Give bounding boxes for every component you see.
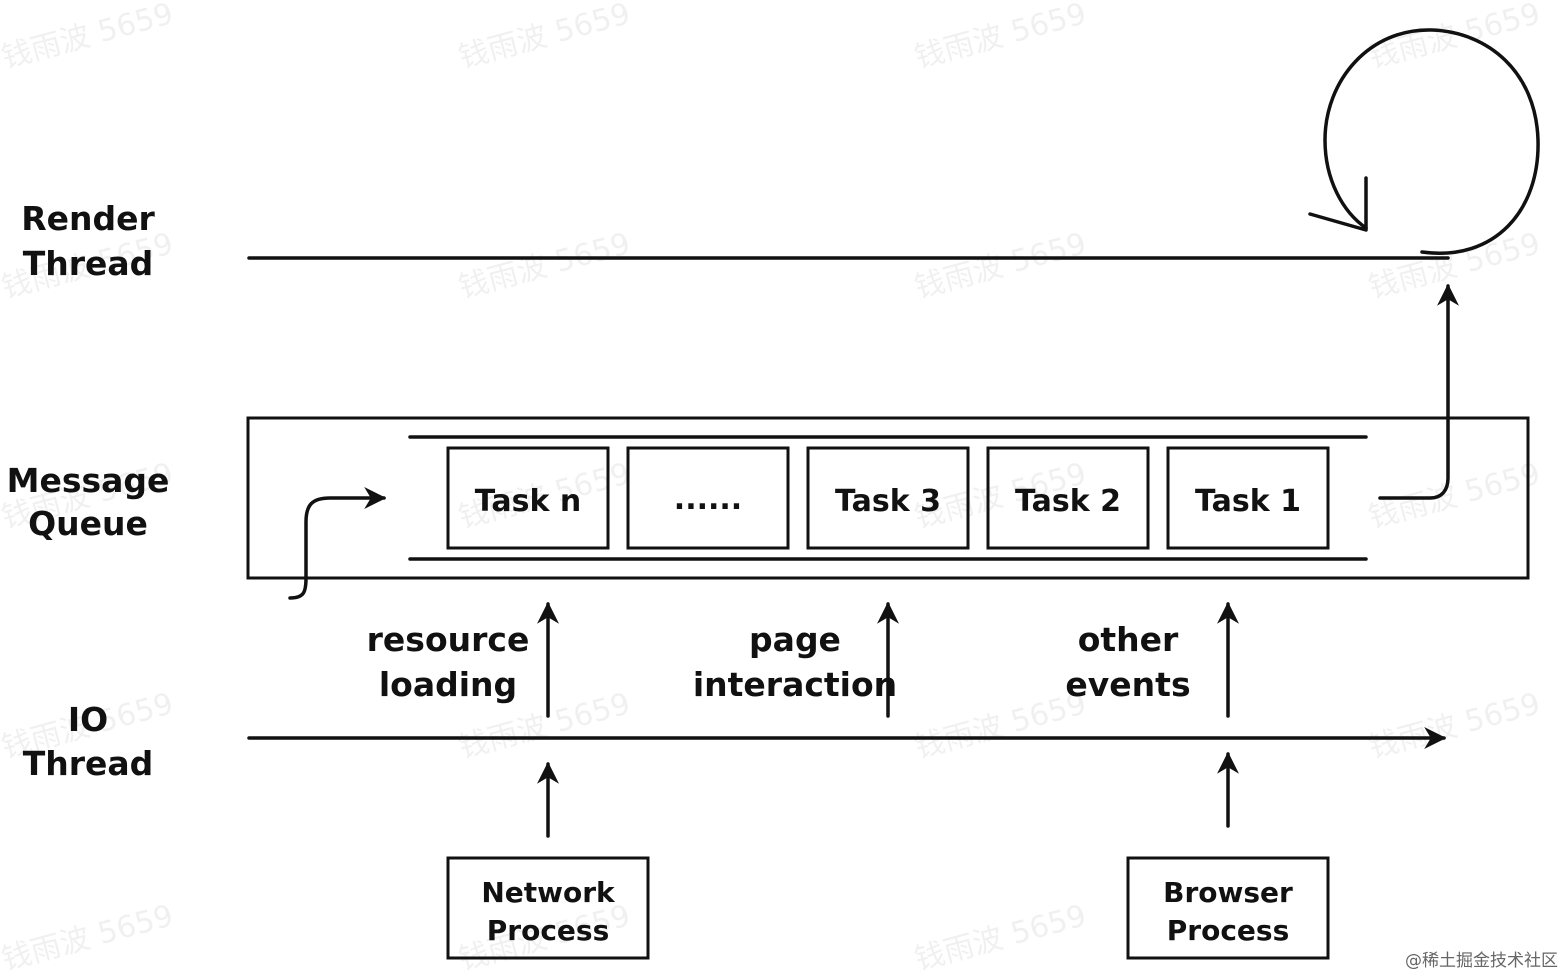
- render-thread-label-line2: Thread: [23, 244, 154, 283]
- browser-process-line2: Process: [1167, 914, 1290, 947]
- loop-arrowhead: [1308, 176, 1368, 232]
- message-queue-label: Message Queue: [7, 461, 170, 543]
- task-list: Task n ...... Task 3 Task 2 Task 1: [446, 446, 1330, 550]
- task-label: Task 1: [1195, 484, 1301, 519]
- io-thread-label: IO Thread: [23, 700, 154, 783]
- task-box: [1166, 446, 1330, 550]
- watermark: 钱雨波 5659: [455, 0, 634, 76]
- watermark: 钱雨波 5659: [1365, 226, 1544, 305]
- task-box: [626, 446, 790, 550]
- task-label: Task n: [475, 484, 581, 519]
- page-interaction-line2: interaction: [693, 665, 897, 704]
- page-interaction-label: page interaction: [693, 620, 897, 704]
- page-interaction-line1: page: [749, 620, 841, 659]
- task-box: [446, 446, 610, 550]
- watermark: 钱雨波 5659: [1365, 686, 1544, 765]
- watermark: 钱雨波 5659: [1365, 456, 1544, 535]
- task-box: [806, 446, 970, 550]
- task-label: Task 3: [835, 484, 941, 519]
- watermark: 钱雨波 5659: [455, 226, 634, 305]
- render-thread-label: Render Thread: [21, 199, 155, 283]
- network-process-line1: Network: [481, 876, 616, 909]
- watermark: 钱雨波 5659: [911, 686, 1090, 765]
- enqueue-arrow: [288, 487, 387, 600]
- task-box: [986, 446, 1150, 550]
- network-process-line2: Process: [487, 914, 610, 947]
- network-process-box-group: Network Process: [446, 856, 650, 960]
- watermark: 钱雨波 5659: [0, 0, 177, 76]
- task-label: ......: [674, 482, 742, 517]
- browser-process-box-group: Browser Process: [1126, 856, 1330, 960]
- loop-curve: [1323, 28, 1540, 255]
- other-events-line1: other: [1078, 620, 1179, 659]
- watermark: 钱雨波 5659: [911, 226, 1090, 305]
- message-queue-label-line2: Queue: [28, 504, 148, 543]
- watermark: 钱雨波 5659: [911, 898, 1090, 976]
- dequeue-arrow: [1378, 283, 1459, 500]
- browser-process-line1: Browser: [1163, 876, 1293, 909]
- browser-process-box: [1126, 856, 1330, 960]
- credit-text: @稀土掘金技术社区: [1405, 951, 1558, 971]
- watermark: 钱雨波 5659: [911, 0, 1090, 76]
- io-thread-label-line2: Thread: [23, 744, 154, 783]
- render-thread-label-line1: Render: [21, 199, 155, 238]
- event-loop-arrow: [1308, 28, 1540, 255]
- resource-loading-label: resource loading: [367, 620, 530, 704]
- task-label: Task 2: [1015, 484, 1121, 519]
- message-queue-box: [246, 416, 1530, 580]
- resource-loading-line2: loading: [379, 665, 517, 704]
- watermark: 钱雨波 5659: [0, 898, 177, 976]
- network-process-box: [446, 856, 650, 960]
- other-events-line2: events: [1065, 665, 1190, 704]
- other-events-label: other events: [1065, 620, 1190, 704]
- message-queue-label-line1: Message: [7, 461, 170, 500]
- resource-loading-line1: resource: [367, 620, 530, 659]
- io-thread-label-line1: IO: [68, 700, 108, 739]
